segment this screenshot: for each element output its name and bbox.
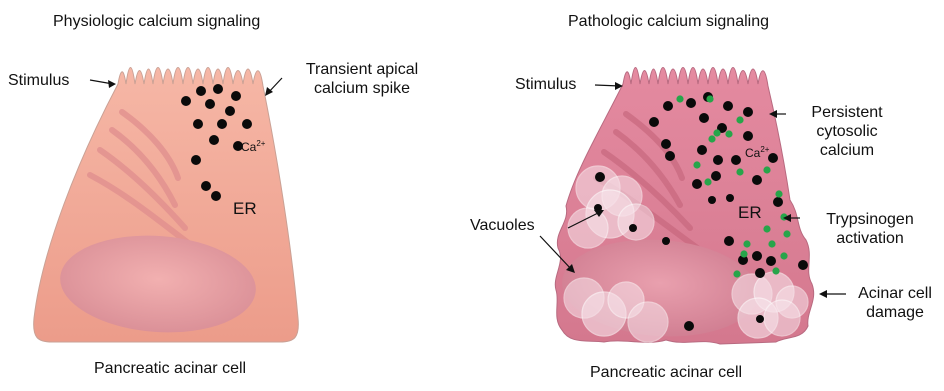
persistent-line-1: Persistent bbox=[787, 103, 907, 122]
right-cell-caption: Pancreatic acinar cell bbox=[590, 363, 742, 382]
left-stimulus-label: Stimulus bbox=[8, 71, 69, 90]
trypsinogen-line-2: activation bbox=[800, 229, 940, 248]
right-er-label: ER bbox=[738, 203, 762, 222]
left-er-label: ER bbox=[233, 199, 257, 218]
damage-line-2: damage bbox=[846, 303, 944, 322]
right-panel-title: Pathologic calcium signaling bbox=[568, 12, 769, 31]
left-panel-title: Physiologic calcium signaling bbox=[53, 12, 260, 31]
healthy-acinar-cell bbox=[34, 68, 299, 343]
left-cell-caption: Pancreatic acinar cell bbox=[94, 359, 246, 378]
vacuoles-label: Vacuoles bbox=[470, 216, 535, 235]
damage-line-1: Acinar cell bbox=[846, 284, 944, 303]
damaged-acinar-cell bbox=[555, 68, 813, 345]
left-ca-symbol: Ca bbox=[241, 140, 256, 154]
trypsinogen-line-1: Trypsinogen bbox=[800, 210, 940, 229]
trypsinogen-activation-label: Trypsinogen activation bbox=[800, 210, 940, 248]
persistent-line-2: cytosolic bbox=[787, 122, 907, 141]
right-ca-charge: 2+ bbox=[760, 145, 769, 154]
persistent-calcium-label: Persistent cytosolic calcium bbox=[787, 103, 907, 160]
left-ca-label: Ca2+ bbox=[241, 137, 265, 154]
right-ca-symbol: Ca bbox=[745, 146, 760, 160]
left-ca-charge: 2+ bbox=[256, 139, 265, 148]
transient-spike-line-1: Transient apical bbox=[282, 60, 442, 79]
transient-spike-line-2: calcium spike bbox=[282, 79, 442, 98]
acinar-damage-label: Acinar cell damage bbox=[846, 284, 944, 322]
right-stimulus-label: Stimulus bbox=[515, 75, 576, 94]
persistent-line-3: calcium bbox=[787, 141, 907, 160]
right-ca-label: Ca2+ bbox=[745, 143, 769, 160]
transient-spike-label: Transient apical calcium spike bbox=[282, 60, 442, 98]
